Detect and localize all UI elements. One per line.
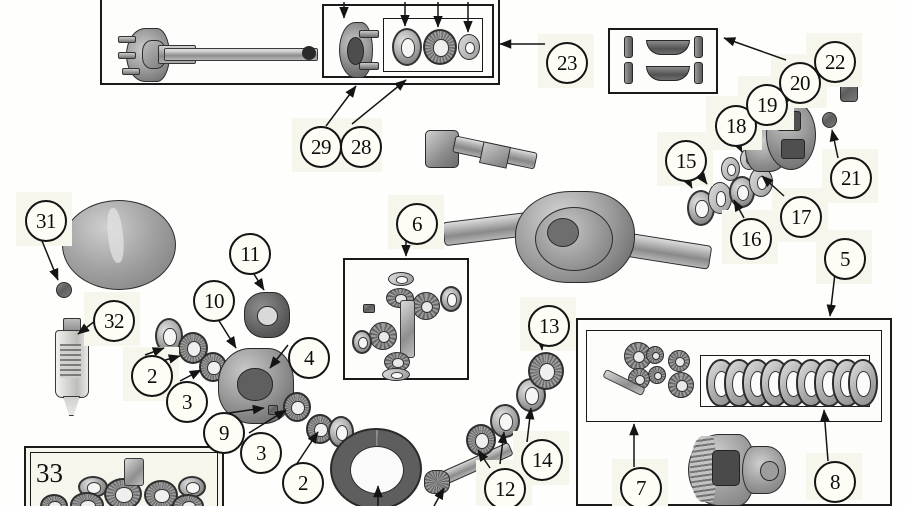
callout-pinion-bearing-race[interactable]: 12 — [484, 468, 526, 506]
pinion-nut-washer — [721, 157, 740, 181]
thrust-washer — [382, 368, 410, 381]
callout-differential-bearing-cap[interactable]: 11 — [229, 233, 271, 275]
pinion-yoke-shaft — [425, 126, 545, 184]
pinion-inner-bearing — [528, 352, 564, 390]
callout-limited-slip-differential-box[interactable]: 5 — [824, 238, 866, 280]
label-master-rebuild-kit: 33 — [36, 458, 63, 488]
lsd-pinion-gear — [648, 366, 666, 384]
callout-differential-bearing-race[interactable]: 3 — [240, 432, 282, 474]
lsd-pinion-gear — [646, 346, 664, 364]
callout-pinion-inner-bearing[interactable]: 13 — [528, 305, 570, 347]
limited-slip-carrier — [688, 428, 788, 506]
callout-pinion-shaft-lock-pin[interactable]: 9 — [203, 412, 245, 454]
side-gear — [369, 322, 397, 350]
ujoint-bolt — [624, 36, 633, 58]
callout-u-joint-snap-ring[interactable]: 21 — [830, 157, 872, 199]
callout-lsd-spider-gear-kit[interactable]: 7 — [620, 467, 662, 506]
ring-gear — [330, 428, 422, 506]
callout-differential-bearing-race[interactable]: 3 — [166, 381, 208, 423]
callout-differential-carrier[interactable]: 4 — [288, 337, 330, 379]
rebuild-kit-part — [124, 458, 144, 486]
ujoint-bolt — [624, 62, 633, 84]
callout-spider-gear-kit-box[interactable]: 6 — [396, 203, 438, 245]
callout-differential-case[interactable]: 10 — [193, 280, 235, 322]
lsd-side-gear — [668, 372, 694, 398]
axle-seal — [392, 28, 422, 66]
callout-pinion-outer-bearing[interactable]: 14 — [521, 439, 563, 481]
differential-drain-plug — [56, 282, 72, 298]
rtv-silicone-sealant — [54, 318, 89, 416]
differential-side-bearing — [283, 392, 311, 422]
axle-housing — [441, 185, 713, 283]
thrust-washer — [352, 330, 372, 354]
axle-retainer-ring — [458, 34, 480, 60]
callout-u-joint-bearing-cap[interactable]: 22 — [814, 41, 856, 83]
axle-bearing — [423, 29, 457, 65]
callout-axle-bearing-seal-kit[interactable]: 28 — [340, 126, 382, 168]
lsd-pinion-gear — [668, 350, 690, 372]
pinion-washer — [708, 182, 732, 214]
callout-pinion-shim[interactable]: 17 — [780, 196, 822, 238]
callout-differential-side-bearing[interactable]: 2 — [282, 462, 324, 504]
callout-rtv-silicone-sealant[interactable]: 32 — [93, 300, 135, 342]
callout-pinion-oil-slinger[interactable]: 15 — [665, 140, 707, 182]
lsd-clutch-plate — [848, 359, 878, 407]
callout-axle-bearing-retainer[interactable]: 29 — [300, 126, 342, 168]
thrust-washer — [440, 286, 462, 312]
differential-cover — [62, 200, 176, 290]
pinion-shaft-lock-pin — [268, 405, 278, 415]
callout-pinion-seal[interactable]: 16 — [730, 218, 772, 260]
callout-differential-side-bearing[interactable]: 2 — [131, 355, 173, 397]
differential-bearing-cap — [244, 292, 290, 338]
ujoint-bolt — [694, 36, 703, 58]
axle-bearing-retainer — [333, 20, 379, 78]
ujoint-bolt — [694, 62, 703, 84]
ujoint-snap-ring — [822, 112, 837, 128]
pinion-mate-gear — [412, 292, 440, 320]
callout-lsd-clutch-plate-kit[interactable]: 8 — [814, 461, 856, 503]
lock-pin — [363, 304, 375, 313]
callout-axle-shaft-assembly-box[interactable]: 23 — [546, 42, 588, 84]
thrust-washer — [388, 272, 414, 286]
axle-shaft — [118, 22, 318, 84]
pinion-mate-shaft — [400, 300, 415, 358]
callout-differential-cover[interactable]: 31 — [25, 200, 67, 242]
